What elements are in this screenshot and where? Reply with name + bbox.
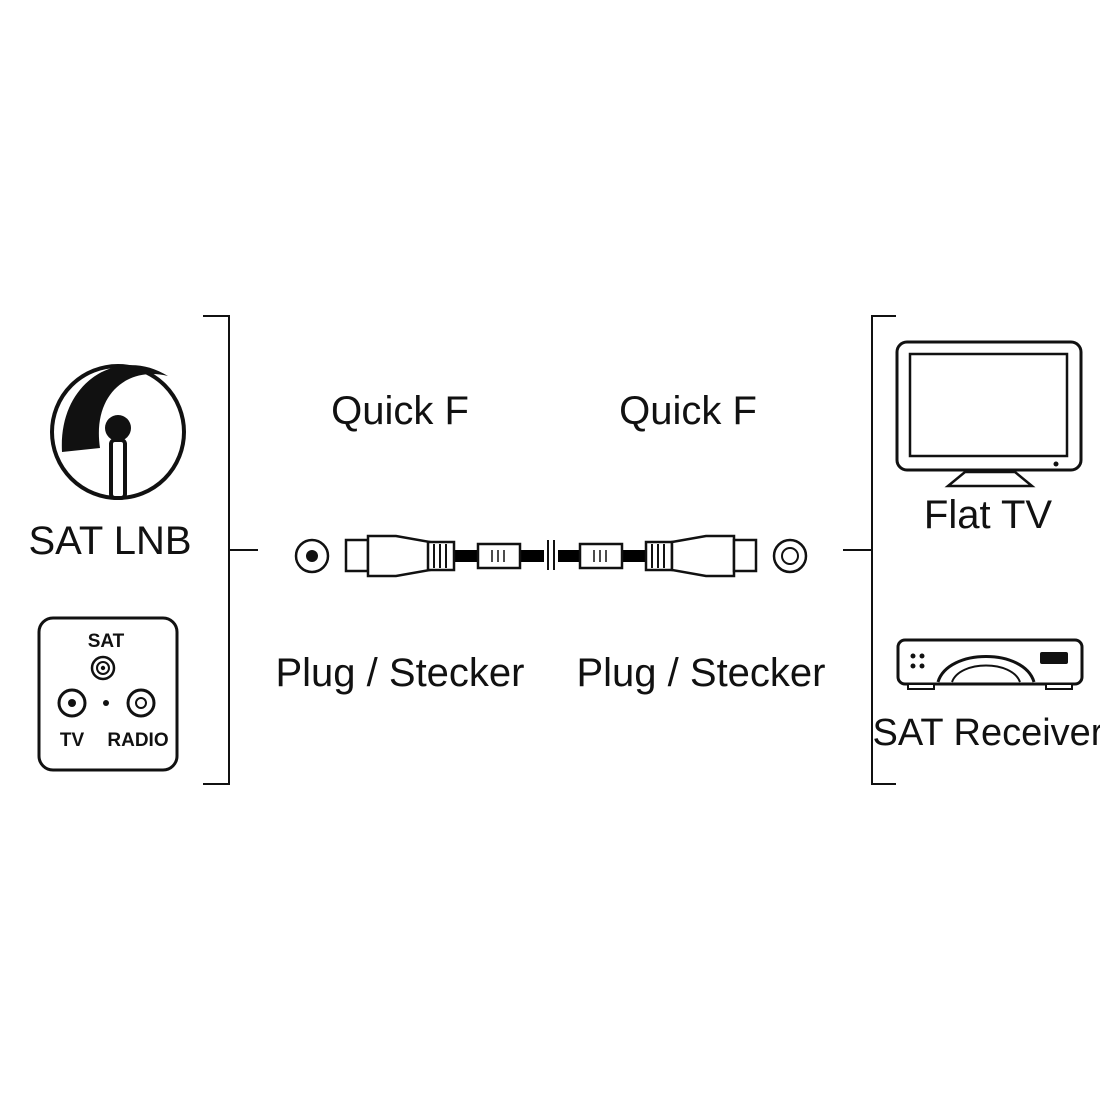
wall-socket-icon [37,616,179,772]
right-bracket [843,315,896,785]
sat-receiver-label: SAT Receiver [873,712,1100,754]
flat-tv-icon [895,340,1083,488]
connector-left-top-label: Quick F [331,389,469,433]
female-socket-right-icon [772,538,808,574]
sat-lnb-label: SAT LNB [28,519,191,563]
connector-right-top-label: Quick F [619,389,757,433]
quick-f-plug-right-icon [578,534,758,578]
coax-cable [294,534,808,578]
satellite-dish-icon [50,364,186,500]
connector-right-bottom-label: Plug / Stecker [576,651,825,695]
socket-radio-label: RADIO [107,730,168,751]
socket-sat-label: SAT [88,631,125,652]
left-bracket [203,315,258,785]
sat-receiver-icon [896,638,1084,690]
flat-tv-label: Flat TV [924,493,1053,537]
quick-f-plug-left-icon [344,534,522,578]
socket-tv-label: TV [60,730,85,751]
connector-left-bottom-label: Plug / Stecker [275,651,524,695]
